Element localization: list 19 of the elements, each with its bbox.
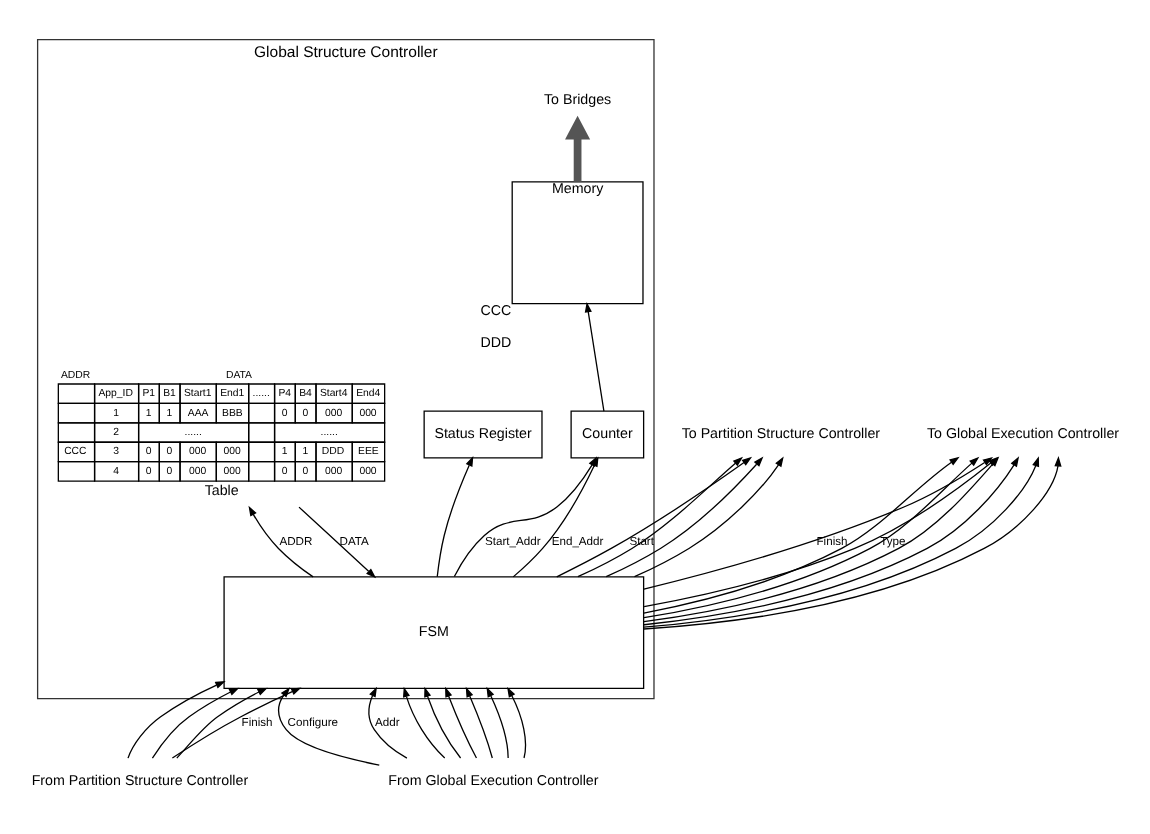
arrow bbox=[298, 506, 377, 579]
arrow bbox=[171, 687, 302, 759]
arrow bbox=[151, 687, 240, 759]
arrow bbox=[277, 687, 380, 766]
arrow bbox=[507, 686, 527, 759]
arrow bbox=[486, 686, 509, 759]
arrow bbox=[465, 686, 493, 759]
arrow bbox=[565, 115, 591, 182]
arrow bbox=[436, 456, 474, 578]
arrow bbox=[176, 687, 268, 759]
arrow bbox=[584, 302, 605, 412]
arrow bbox=[403, 686, 446, 759]
arrow bbox=[424, 686, 462, 759]
arrow bbox=[127, 681, 226, 759]
arrow bbox=[368, 686, 408, 759]
arrow bbox=[605, 456, 764, 578]
arrow bbox=[633, 456, 784, 578]
arrow bbox=[248, 505, 314, 578]
arrow bbox=[445, 686, 478, 759]
